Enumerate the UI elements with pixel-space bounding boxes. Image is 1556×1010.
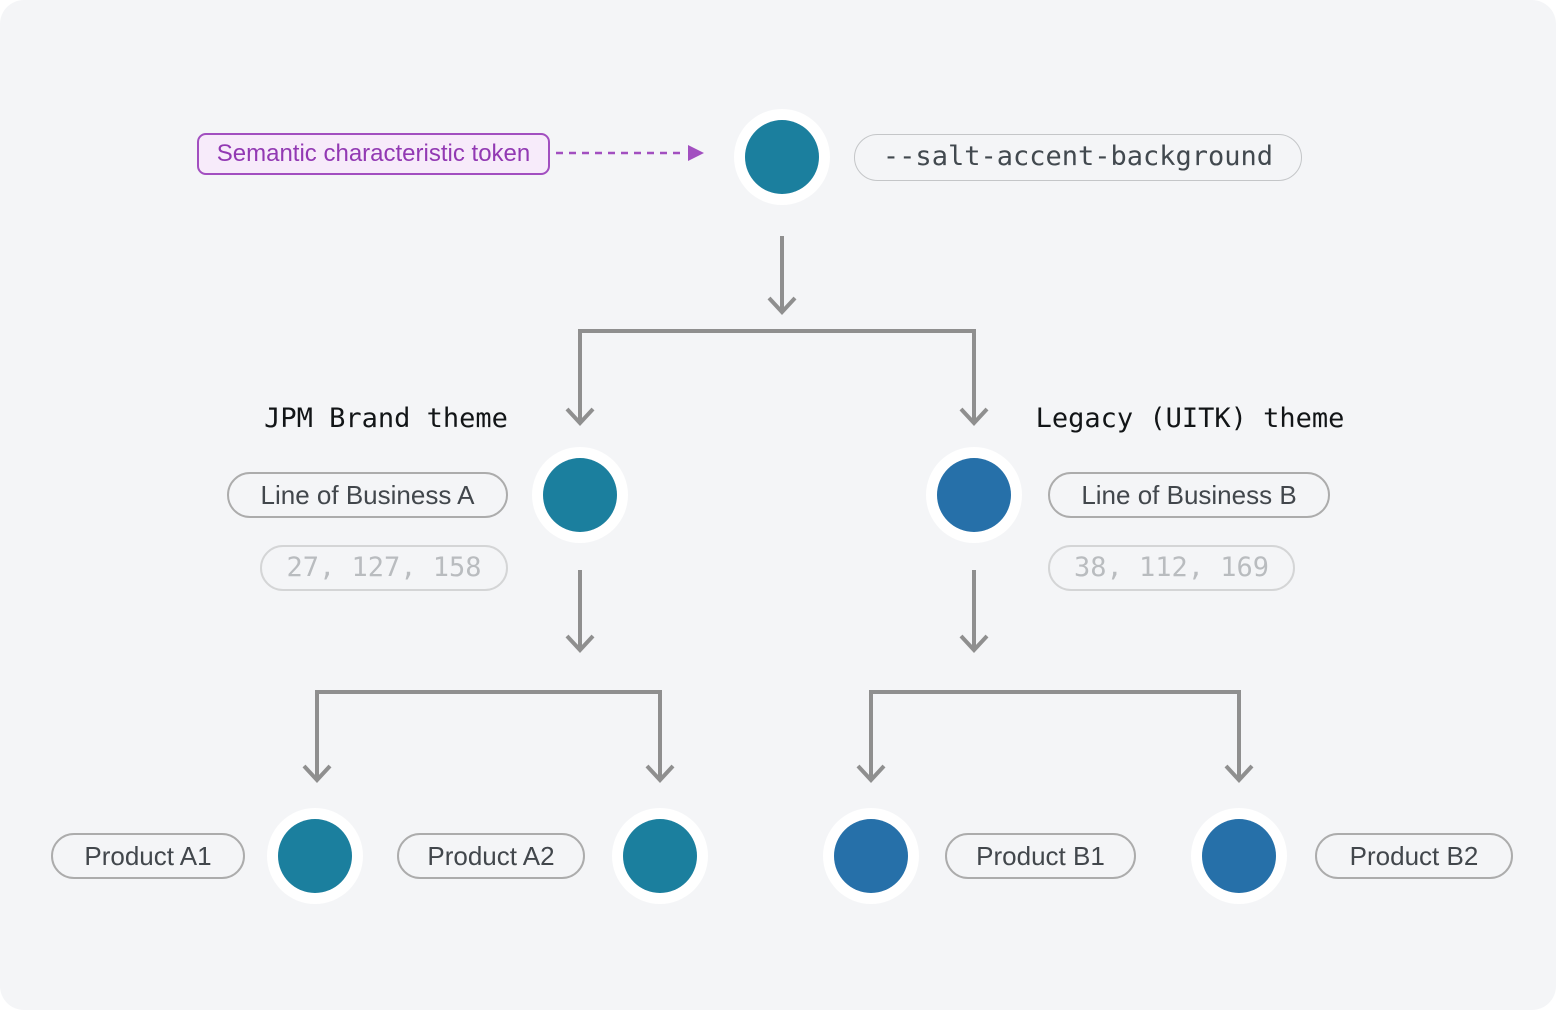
root-down-arrowhead <box>767 296 797 315</box>
product-b2-arrowhead <box>1224 764 1254 783</box>
theme-a-title: JPM Brand theme <box>264 403 508 434</box>
theme-b-business-pill: Line of Business B <box>1048 472 1330 518</box>
product-a1-pill: Product A1 <box>51 833 245 879</box>
level1-bracket <box>578 329 976 421</box>
product-b1-swatch <box>823 808 919 904</box>
theme-a-down-arrowhead <box>565 634 595 653</box>
theme-b-rgb-pill: 38, 112, 169 <box>1048 545 1295 591</box>
theme-b-down-arrowhead <box>959 634 989 653</box>
theme-b-color-dot <box>937 458 1011 532</box>
product-a1-arrowhead <box>302 764 332 783</box>
product-a1-swatch <box>267 808 363 904</box>
theme-a-swatch <box>532 447 628 543</box>
theme-b-bracket <box>869 690 1241 778</box>
annotation-arrowhead <box>688 145 704 161</box>
product-b1-arrowhead <box>856 764 886 783</box>
product-a1-color-dot <box>278 819 352 893</box>
level1-right-arrowhead <box>959 407 989 426</box>
theme-a-color-dot <box>543 458 617 532</box>
product-b2-color-dot <box>1202 819 1276 893</box>
product-a2-pill: Product A2 <box>397 833 585 879</box>
root-token-swatch <box>734 109 830 205</box>
theme-a-business-pill: Line of Business A <box>227 472 508 518</box>
product-b1-color-dot <box>834 819 908 893</box>
product-a2-color-dot <box>623 819 697 893</box>
theme-a-rgb-pill: 27, 127, 158 <box>260 545 508 591</box>
product-b1-pill: Product B1 <box>945 833 1136 879</box>
product-a2-swatch <box>612 808 708 904</box>
annotation-label: Semantic characteristic token <box>216 140 531 167</box>
theme-b-title: Legacy (UITK) theme <box>1035 403 1345 434</box>
theme-a-bracket <box>315 690 662 778</box>
root-token-color-dot <box>745 120 819 194</box>
product-a2-arrowhead <box>645 764 675 783</box>
product-b2-pill: Product B2 <box>1315 833 1513 879</box>
product-b2-swatch <box>1191 808 1287 904</box>
root-token-name-pill: --salt-accent-background <box>854 134 1302 181</box>
theme-b-swatch <box>926 447 1022 543</box>
semantic-token-annotation: Semantic characteristic token <box>197 133 550 175</box>
annotation-arrow <box>556 145 704 161</box>
level1-left-arrowhead <box>565 407 595 426</box>
